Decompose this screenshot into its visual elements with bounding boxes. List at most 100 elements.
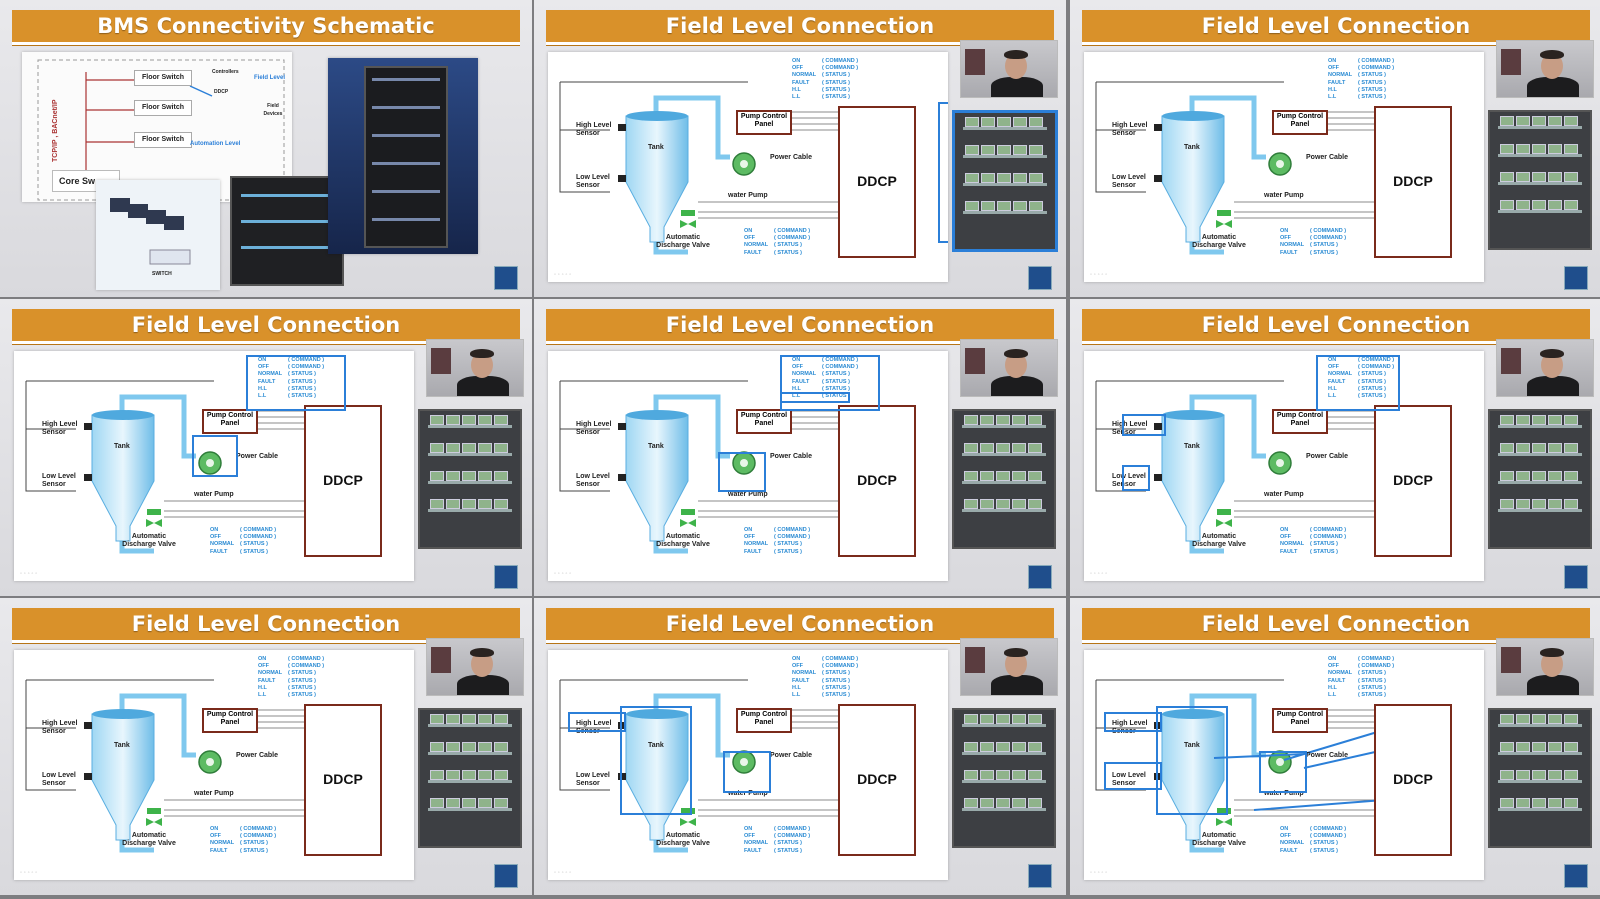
status-value: ( STATUS ) [240, 541, 268, 548]
io-module [1532, 415, 1546, 425]
slide-title-bar: Field Level Connection [1082, 309, 1590, 344]
status-key: FAULT [744, 249, 762, 256]
pump-control-panel: Pump Control Panel [736, 110, 792, 135]
status-key: FAULT [1280, 548, 1298, 555]
din-rail [963, 155, 1047, 158]
annotation-highlight-box [1104, 762, 1162, 790]
io-module [1516, 144, 1530, 154]
valve-actuator [681, 808, 695, 814]
io-module [462, 742, 476, 752]
background-poster [1501, 348, 1521, 374]
status-value: ( STATUS ) [822, 677, 850, 684]
status-key: L.L [792, 692, 801, 699]
status-value: ( STATUS ) [1358, 94, 1386, 101]
io-module [1548, 471, 1562, 481]
io-module [462, 714, 476, 724]
din-rail [963, 183, 1047, 186]
valve-status-row: FAULT( STATUS ) [1280, 549, 1346, 556]
io-module [430, 499, 444, 509]
status-value: ( COMMAND ) [240, 833, 277, 840]
io-module [1548, 742, 1562, 752]
status-key: OFF [744, 235, 755, 242]
presenter-webcam [960, 40, 1058, 98]
server-rack-photo [328, 58, 478, 254]
pump-status-row: NORMAL( STATUS ) [792, 72, 858, 79]
io-module [494, 770, 508, 780]
io-module [478, 443, 492, 453]
discharge-valve-label: Automatic Discharge Valve [1192, 234, 1246, 249]
valve-status-row: NORMAL( STATUS ) [1280, 242, 1346, 249]
io-module [446, 770, 460, 780]
panel-wiring [1324, 111, 1374, 131]
io-module [1516, 770, 1530, 780]
tank-label: Tank [1184, 144, 1200, 151]
discharge-pipe [653, 840, 688, 853]
water-pump-label: water Pump [728, 790, 768, 797]
status-key: L.L [1328, 393, 1337, 400]
din-rail [1498, 724, 1582, 727]
high-level-sensor-label: High Level Sensor [42, 421, 78, 436]
valve-status-row: ON( COMMAND ) [210, 826, 276, 833]
io-module [494, 443, 508, 453]
water-pump-label: water Pump [1264, 790, 1304, 797]
water-pump-label: water Pump [194, 491, 234, 498]
pump-status-row: FAULT( STATUS ) [792, 80, 858, 87]
valve-wiring [1234, 500, 1374, 518]
sensor-wiring [559, 380, 748, 492]
ddcp-label: DDCP [857, 472, 897, 489]
low-level-sensor-body [84, 474, 92, 481]
status-value: ( STATUS ) [288, 371, 316, 378]
io-module [1548, 172, 1562, 182]
valve-status-row: OFF( COMMAND ) [1280, 235, 1346, 242]
pump-status-row: OFF( COMMAND ) [792, 663, 858, 670]
background-poster [431, 647, 451, 673]
pump-status-row: FAULT( STATUS ) [792, 379, 858, 386]
status-value: ( STATUS ) [774, 541, 802, 548]
io-module [1028, 415, 1042, 425]
network-switch [149, 249, 191, 265]
io-module [997, 173, 1011, 183]
presenter-body [1527, 376, 1579, 396]
water-pipe [1189, 394, 1266, 459]
presentation-logo [1028, 266, 1052, 290]
status-key: FAULT [744, 847, 762, 854]
low-level-sensor-body [1154, 474, 1162, 481]
status-value: ( COMMAND ) [240, 826, 277, 832]
pump-status-row: L.L( STATUS ) [1328, 94, 1394, 101]
io-module [997, 145, 1011, 155]
status-value: ( COMMAND ) [1358, 364, 1395, 371]
status-value: ( STATUS ) [822, 684, 850, 691]
io-module [1029, 145, 1043, 155]
panel-wiring [1324, 410, 1374, 430]
io-module [446, 798, 460, 808]
io-module [965, 145, 979, 155]
ddcp-panel: DDCP [838, 405, 916, 557]
status-value: ( STATUS ) [1358, 385, 1386, 392]
valve-actuator [1217, 509, 1231, 515]
io-module [1500, 742, 1514, 752]
low-level-sensor-body [84, 773, 92, 780]
io-module [1532, 471, 1546, 481]
valve-body [1216, 220, 1232, 228]
pump-status-list: ON( COMMAND )OFF( COMMAND )NORMAL( STATU… [1328, 58, 1394, 101]
presenter-body [991, 77, 1043, 97]
io-module [1564, 714, 1578, 724]
status-value: ( STATUS ) [774, 249, 802, 256]
status-value: ( STATUS ) [822, 79, 850, 86]
slide-title-bar: Field Level Connection [546, 608, 1054, 643]
io-module [430, 415, 444, 425]
background-poster [431, 348, 451, 374]
status-key: ON [792, 58, 801, 64]
status-key: NORMAL [1328, 72, 1353, 79]
presenter-hair [1004, 349, 1028, 358]
